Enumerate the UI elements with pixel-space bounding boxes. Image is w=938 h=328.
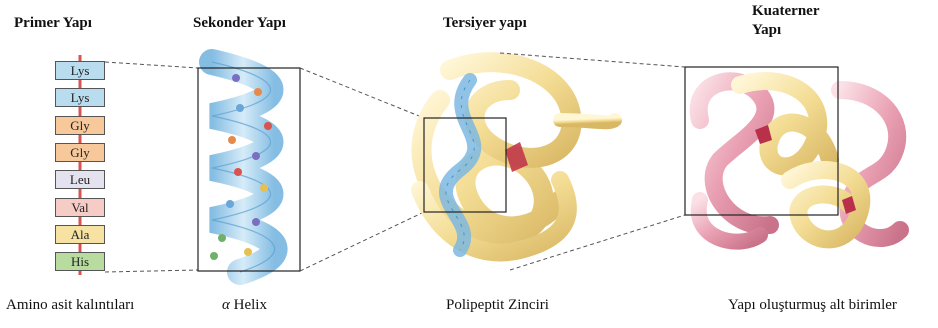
connector-primary-top <box>105 62 198 68</box>
helix-label: Helix <box>230 297 267 313</box>
secondary-caption: α Helix <box>222 297 267 314</box>
residue-box: His <box>55 252 105 271</box>
residue-box: Val <box>55 198 105 217</box>
quaternary-structure-illustration <box>699 81 900 242</box>
tertiary-structure-heading: Tersiyer yapı <box>443 14 527 33</box>
primary-caption: Amino asit kalıntıları <box>6 297 134 314</box>
tertiary-structure-illustration <box>420 62 615 252</box>
residue-box: Gly <box>55 143 105 162</box>
connector-primary-bottom <box>105 270 198 272</box>
secondary-structure-heading: Sekonder Yapı <box>193 14 286 33</box>
residue-box: Ala <box>55 225 105 244</box>
alpha-helix-illustration <box>210 62 275 272</box>
connector-secondary-top <box>300 68 424 118</box>
primary-structure-heading: Primer Yapı <box>14 14 92 33</box>
alpha-symbol: α <box>222 297 230 313</box>
quaternary-caption: Yapı oluşturmuş alt birimler <box>728 297 897 314</box>
residue-box: Lys <box>55 61 105 80</box>
residue-box: Leu <box>55 170 105 189</box>
residue-box: Lys <box>55 88 105 107</box>
tertiary-caption: Polipeptit Zinciri <box>446 297 549 314</box>
connector-secondary-bottom <box>300 212 424 271</box>
residue-box: Gly <box>55 116 105 135</box>
quaternary-structure-heading: Kuaterner Yapı <box>752 2 819 40</box>
quaternary-heading-line-2: Yapı <box>752 21 819 40</box>
quaternary-heading-line-1: Kuaterner <box>752 2 819 21</box>
